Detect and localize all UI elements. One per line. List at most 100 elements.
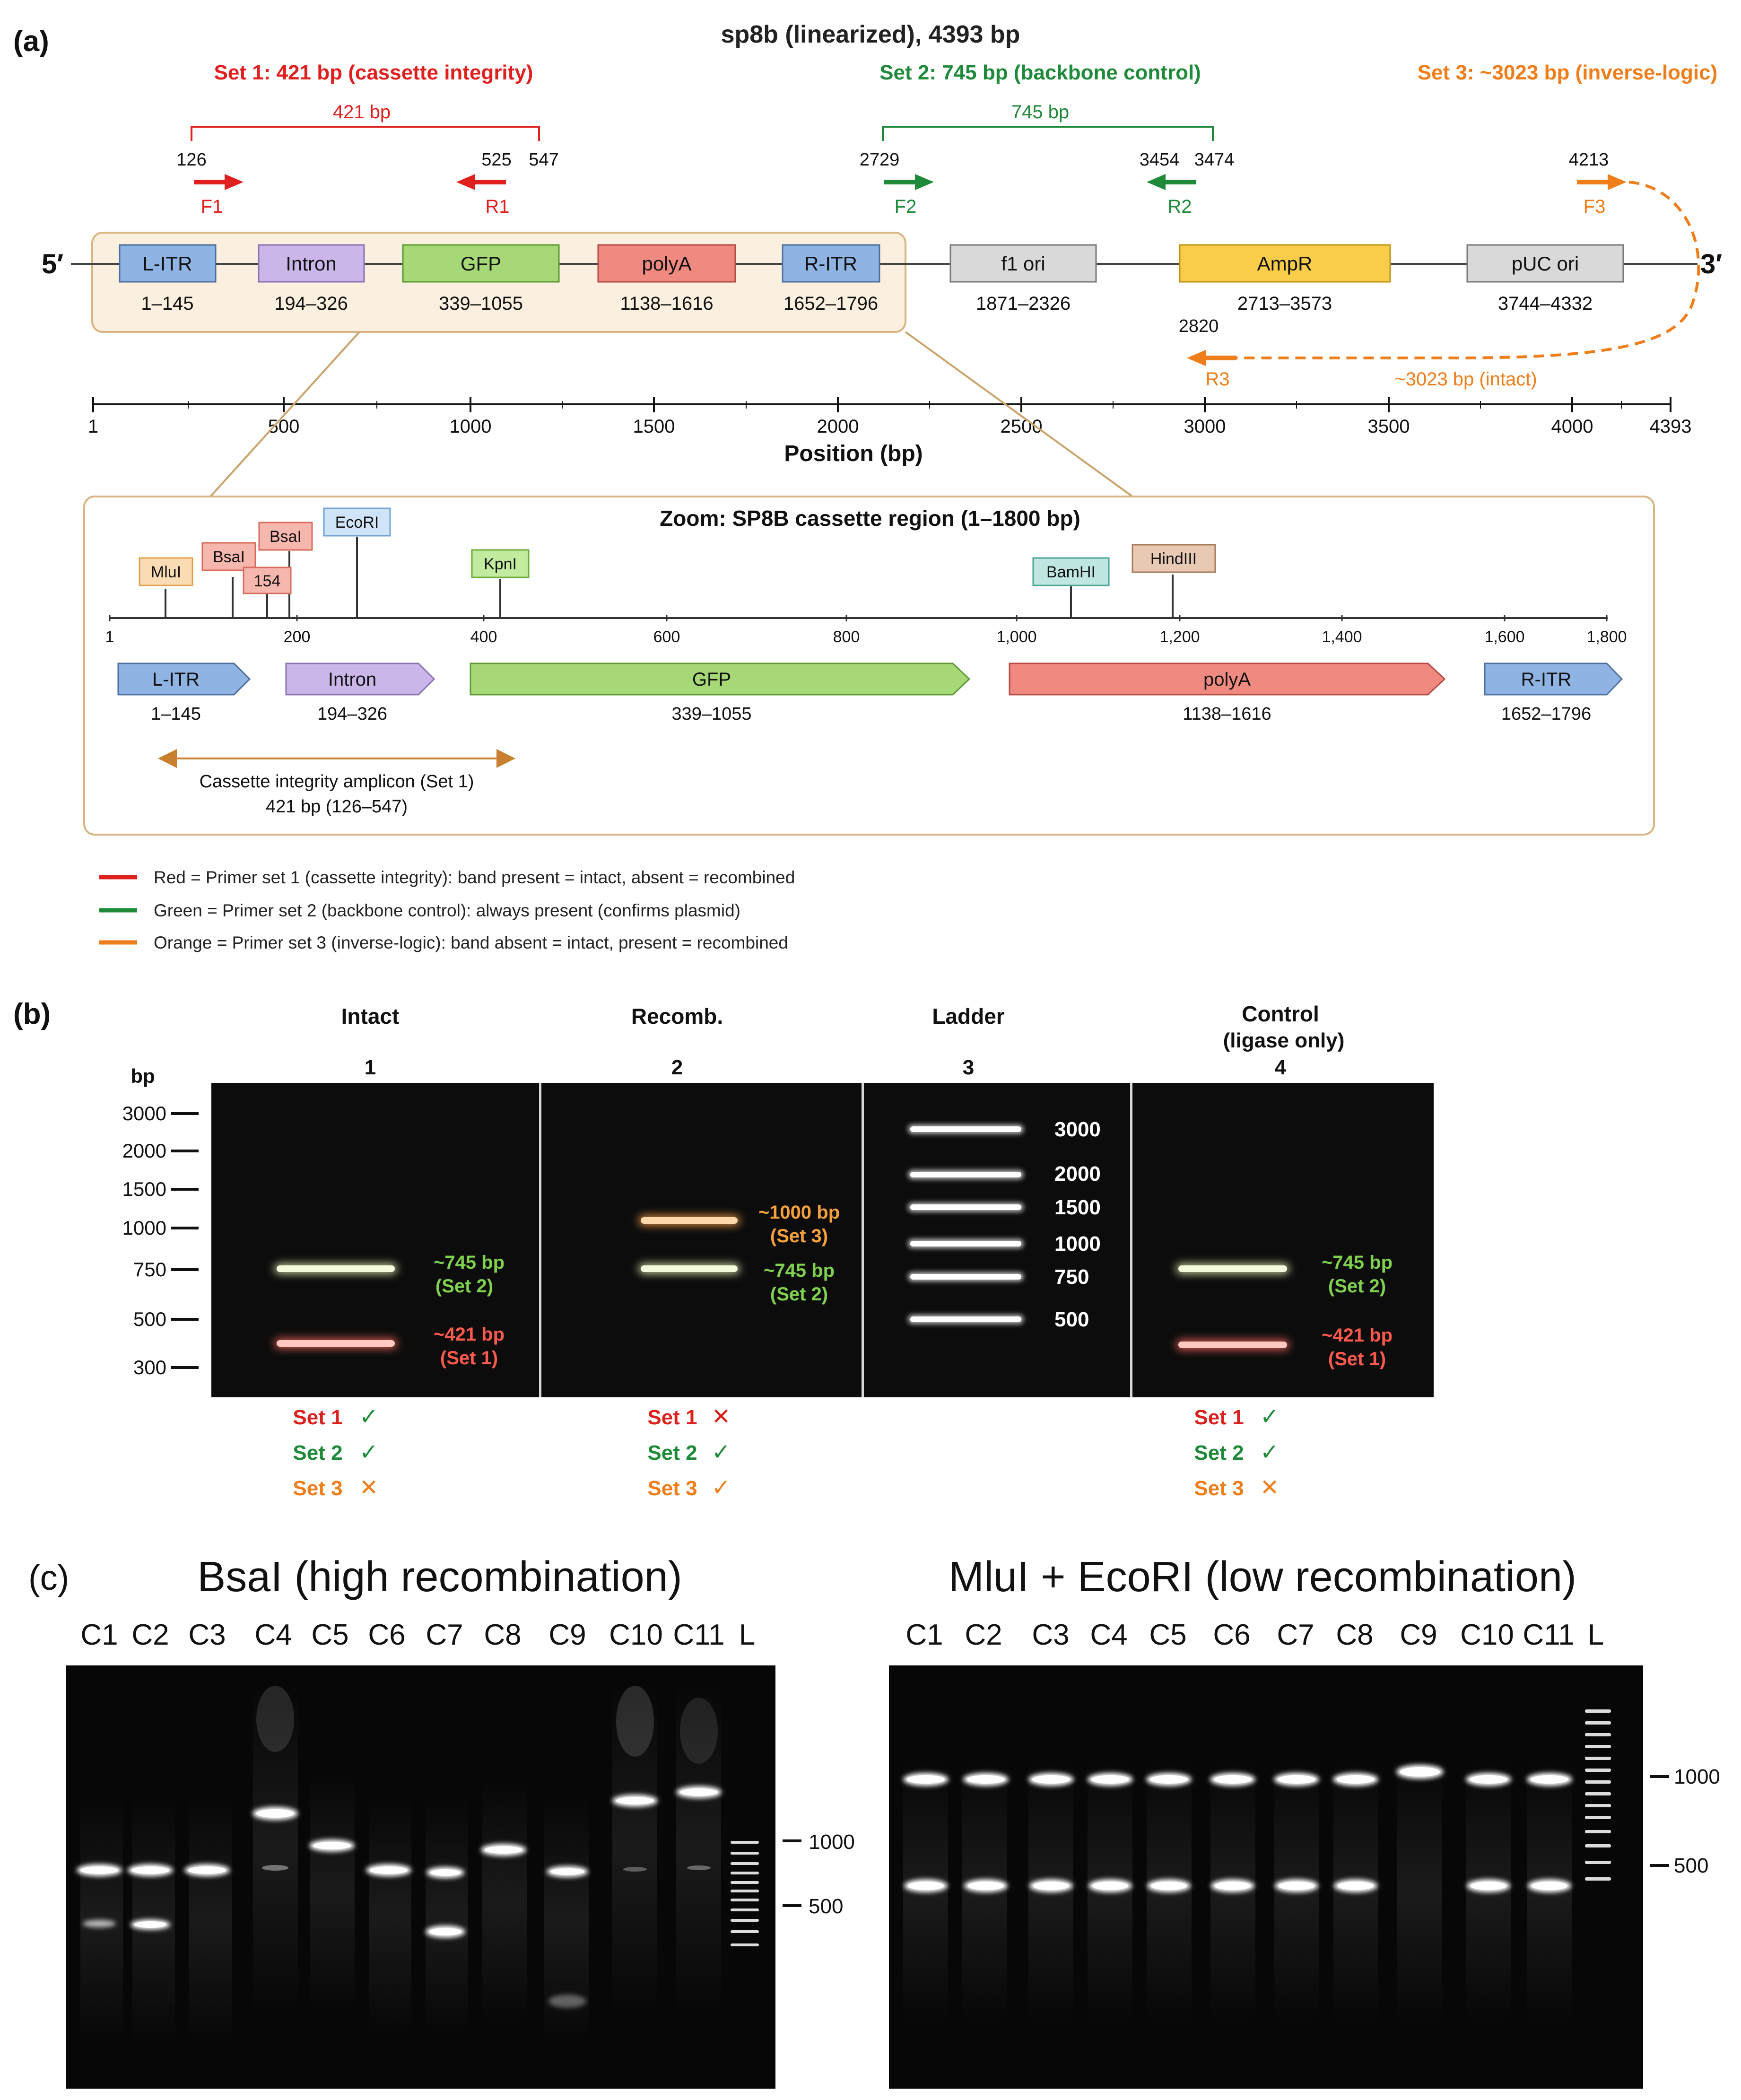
svg-text:339–1055: 339–1055 [671,704,751,724]
marker-750: 750 [133,1258,166,1281]
svg-text:C9: C9 [1400,1619,1437,1651]
lane4-label-745-b: (Set 2) [1328,1276,1386,1297]
svg-text:C8: C8 [484,1619,521,1651]
axis-tick-1: 1 [88,416,98,437]
svg-text:C3: C3 [188,1619,226,1651]
zoom-feature-polya: polyA 1138–1616 [1009,662,1446,724]
zoom-box: Zoom: SP8B cassette region (1–1800 bp) 1… [83,496,1655,836]
svg-text:L: L [1588,1619,1604,1651]
set1-fwd-pos: 126 [176,150,206,170]
lane1-label-421-b: (Set 1) [440,1348,498,1368]
svg-text:Set 2: Set 2 [647,1441,697,1464]
set1-amplicon-label: 421 bp [333,102,391,122]
set2-amplicon-label: 745 bp [1011,102,1069,122]
lane4-results: Set 1 ✓ Set 2 ✓ Set 3 ✕ [1194,1404,1279,1500]
ladder-label-1500: 1500 [1054,1196,1101,1219]
zoom-tick-400: 400 [470,628,497,646]
svg-text:HindIII: HindIII [1150,550,1197,568]
svg-text:C5: C5 [311,1619,348,1651]
axis-tick-4393: 4393 [1650,416,1692,437]
lane2-results: Set 1 ✕ Set 2 ✓ Set 3 ✓ [647,1404,731,1500]
marker-2000: 2000 [122,1140,166,1162]
bp-markers: 3000 2000 1500 1000 750 500 300 [122,1102,199,1378]
panel-a: (a) sp8b (linearized), 4393 bp Set 1: 42… [13,21,1722,952]
svg-text:L-ITR: L-ITR [143,253,192,275]
set1-rev-pos2: 547 [529,150,558,170]
feature-ampr: AmpR 2713–3573 [1179,244,1391,314]
svg-text:C10: C10 [1460,1619,1514,1651]
svg-text:✓: ✓ [712,1475,731,1500]
svg-text:✕: ✕ [1260,1475,1279,1500]
svg-text:Set 1: Set 1 [293,1406,342,1429]
gel2-marker-500: 500 [1674,1854,1708,1877]
lane1-band-421 [274,1338,397,1349]
svg-text:194–326: 194–326 [317,704,387,724]
bp-label: bp [131,1065,155,1087]
svg-text:Intron: Intron [328,669,376,690]
plasmid-title: sp8b (linearized), 4393 bp [721,21,1020,48]
position-axis: 1 500 1000 1500 2000 2500 3000 3500 4000… [88,397,1692,466]
lane4-label-421-a: ~421 bp [1322,1325,1393,1346]
zoom-tick-800: 800 [833,628,860,646]
site-bamhi: BamHI [1032,557,1110,586]
svg-text:C9: C9 [548,1619,586,1651]
lane2-label-1000-a: ~1000 bp [758,1202,840,1223]
svg-text:1–145: 1–145 [151,704,201,724]
svg-text:1138–1616: 1138–1616 [1183,704,1271,724]
set2-rev-pos2: 3474 [1194,150,1235,170]
svg-text:C5: C5 [1149,1619,1186,1651]
zoom-tick-1: 1 [105,628,114,646]
svg-text:pUC ori: pUC ori [1512,253,1579,275]
svg-text:✓: ✓ [712,1440,731,1465]
feature-puc-ori: pUC ori 3744–4332 [1466,244,1624,314]
svg-text:C10: C10 [609,1619,663,1651]
site-bsai-2: BsaI [258,522,313,551]
panel-c: (c) BsaI (high recombination) MluI + Eco… [28,1553,1720,2089]
svg-text:✓: ✓ [1260,1440,1279,1465]
set2-bracket [882,126,1214,141]
ladder-label-2000: 2000 [1054,1162,1101,1185]
svg-text:Set 2: Set 2 [1194,1441,1244,1464]
svg-text:L-ITR: L-ITR [152,669,200,690]
svg-text:C7: C7 [426,1619,463,1651]
svg-text:AmpR: AmpR [1257,253,1313,275]
marker-300: 300 [133,1356,166,1378]
axis-tick-3000: 3000 [1184,416,1226,437]
gel1-lane-labels: C1 C2 C3 C4 C5 C6 C7 C8 C9 C10 C11 L [80,1619,755,1651]
site-kpni: KpnI [471,549,530,578]
r3-pos: 2820 [1179,316,1219,336]
lane1-results: Set 1 ✓ Set 2 ✓ Set 3 ✕ [293,1404,378,1500]
set3-amplicon-label: ~3023 bp (intact) [1394,369,1537,390]
feature-l-itr: L-ITR 1–145 [119,244,217,314]
axis-tick-4000: 4000 [1551,416,1593,437]
lane4-label-421-b: (Set 1) [1328,1349,1386,1369]
axis-tick-3500: 3500 [1368,416,1410,437]
svg-text:1652–1796: 1652–1796 [783,293,878,314]
zoom-tick-1000: 1,000 [996,628,1036,646]
lane2-label-1000-b: (Set 3) [770,1226,828,1246]
lane4-band-421 [1176,1340,1289,1350]
gel1-marker-500: 500 [809,1895,843,1918]
svg-text:Set 1: Set 1 [1194,1406,1244,1429]
gel1-marker-1000: 1000 [809,1830,855,1854]
gel2-lane-labels: C1 C2 C3 C4 C5 C6 C7 C8 C9 C10 C11 L [905,1619,1604,1651]
marker-1500: 1500 [122,1178,166,1200]
svg-text:polyA: polyA [642,253,691,275]
lane2-title: Recomb. [631,1004,723,1028]
zoom-amplicon-label-1: Cassette integrity amplicon (Set 1) [200,772,474,792]
lane1-label-745-b: (Set 2) [435,1276,493,1297]
site-mlui: MluI [139,557,193,586]
gel2 [889,1665,1643,2089]
axis-tick-1000: 1000 [450,416,492,437]
f2-label: F2 [895,196,917,217]
zoom-feature-intron: Intron 194–326 [285,662,435,724]
panel-b: (b) Intact 1 Recomb. 2 Ladder 3 Control … [13,998,1434,1500]
gel2-title: MluI + EcoRI (low recombination) [949,1553,1576,1601]
marker-1000: 1000 [122,1217,166,1239]
set2-header: Set 2: 745 bp (backbone control) [879,61,1201,84]
ladder-label-750: 750 [1054,1265,1089,1289]
svg-text:C8: C8 [1336,1619,1373,1651]
svg-text:2713–3573: 2713–3573 [1237,293,1332,314]
svg-text:C4: C4 [1090,1619,1127,1651]
ladder-label-3000: 3000 [1054,1118,1101,1141]
